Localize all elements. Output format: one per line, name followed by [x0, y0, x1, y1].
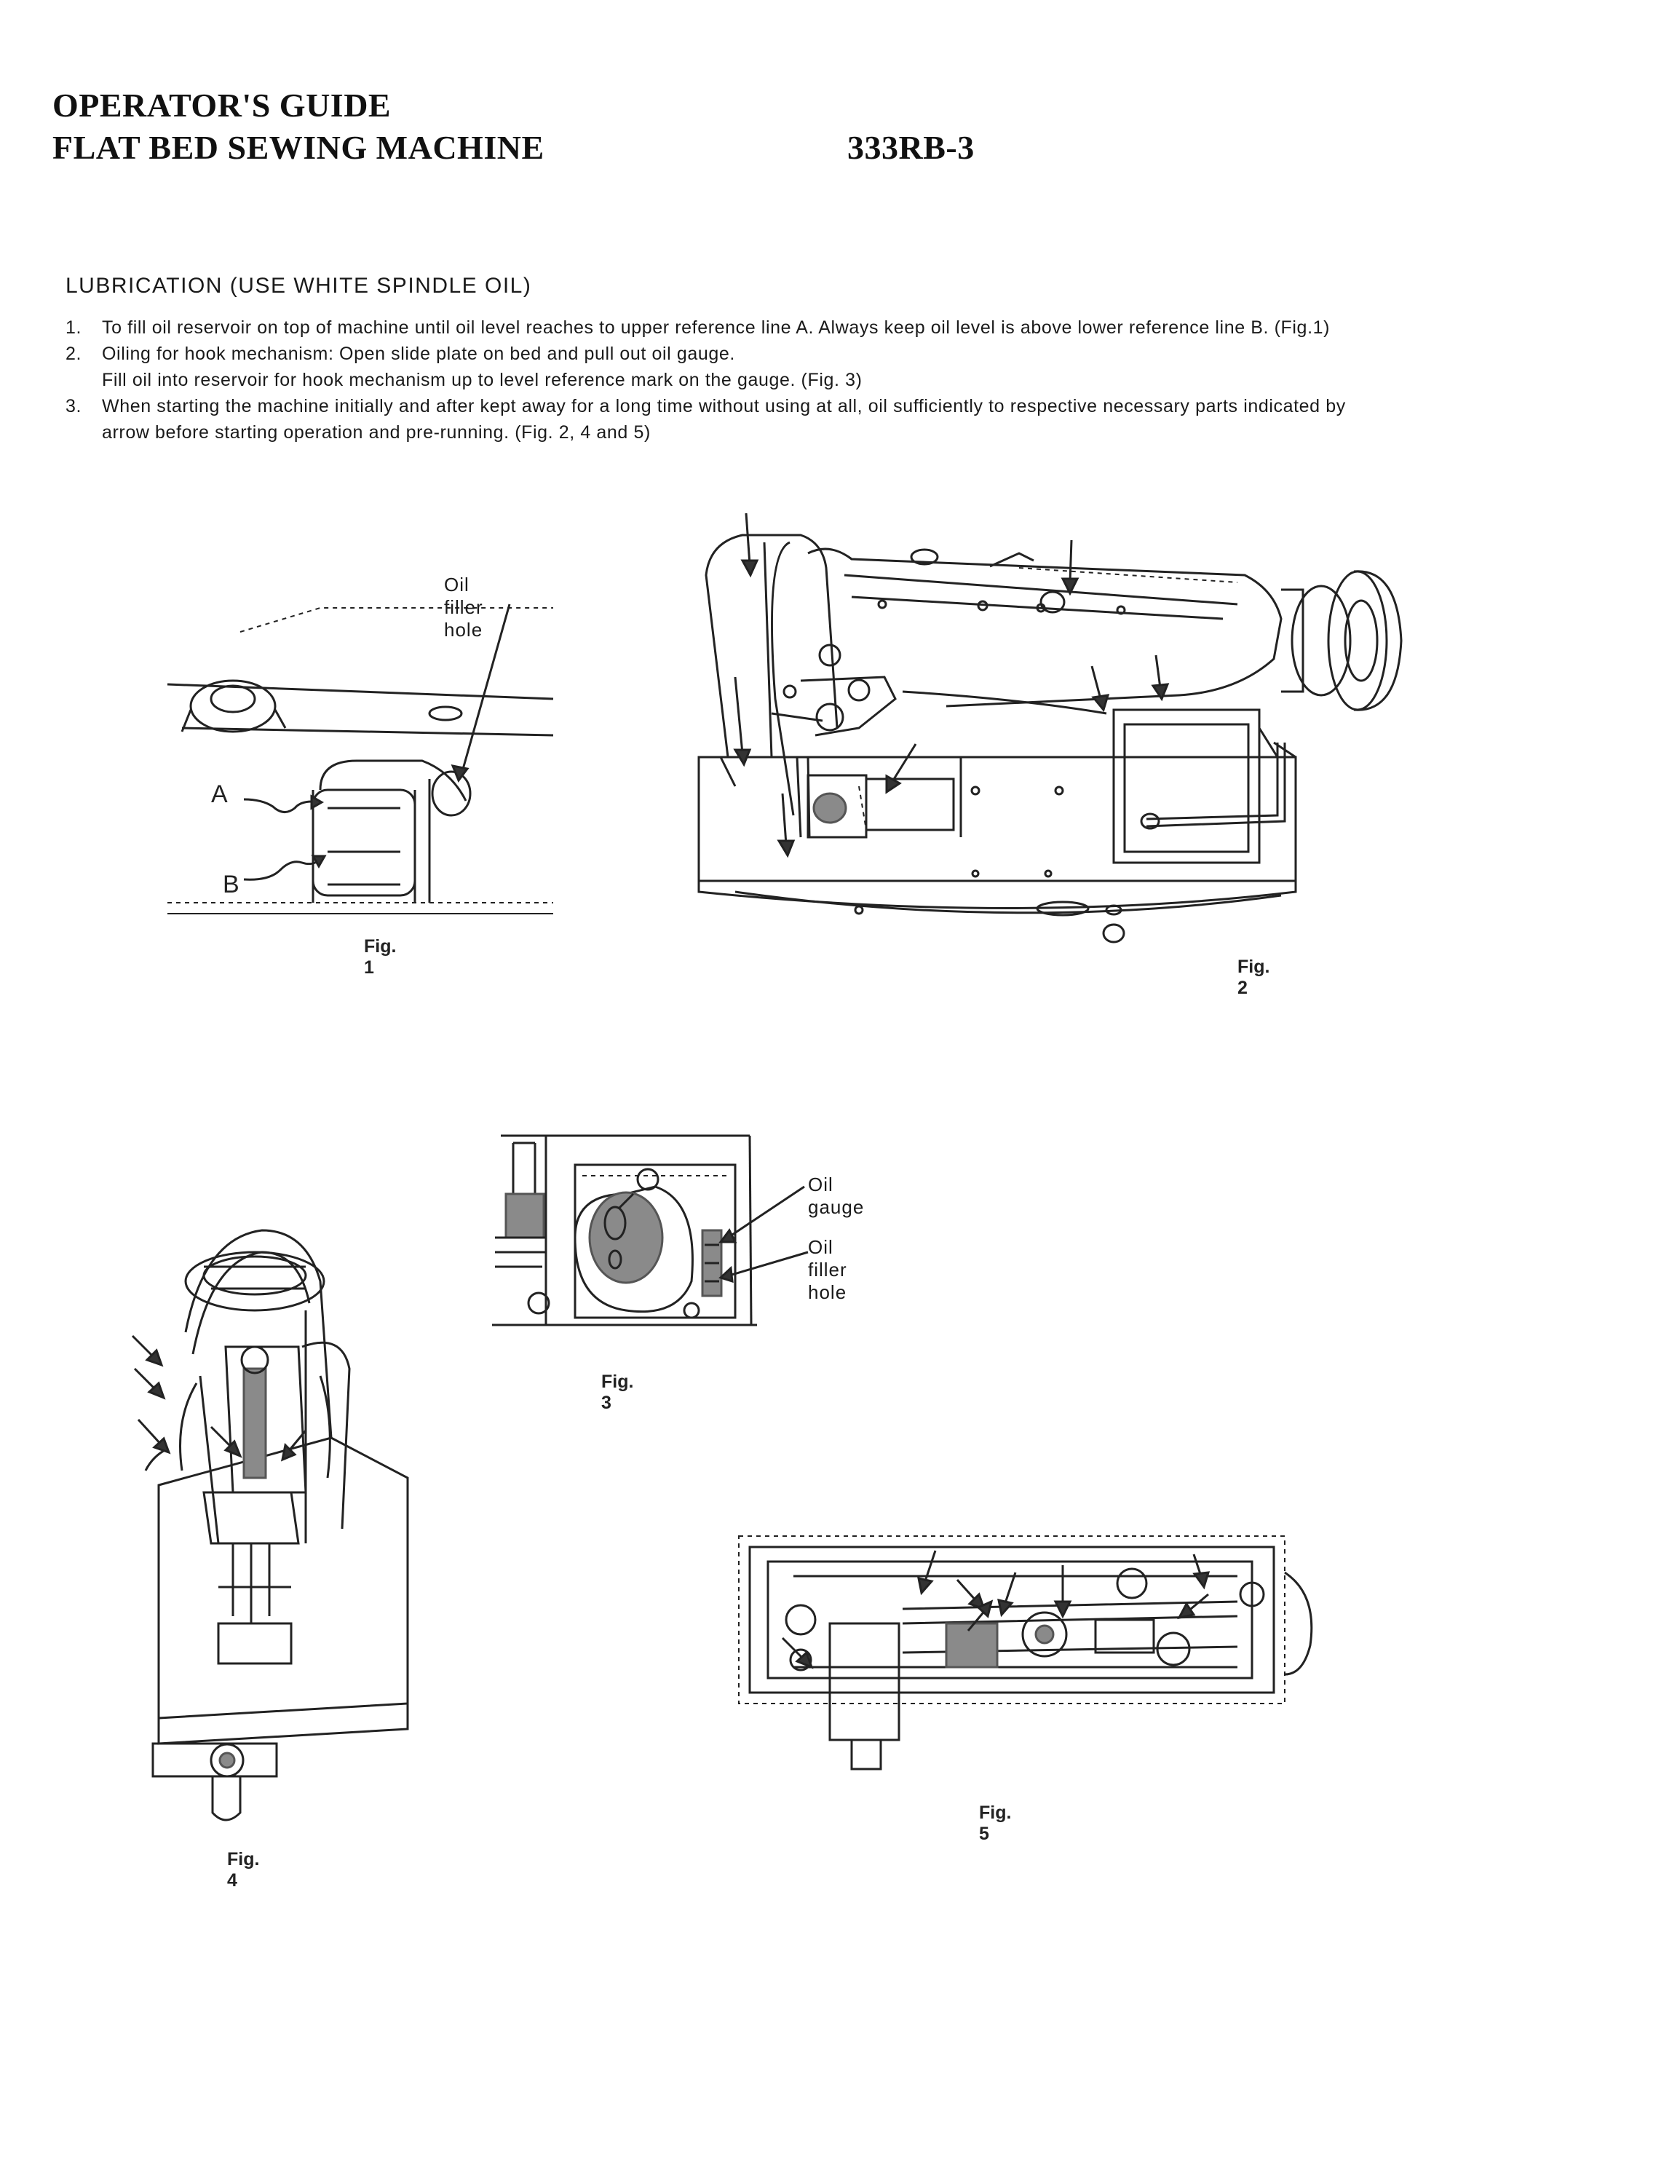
item-number: 2. [66, 344, 82, 364]
fig1-oil-filler-hole-callout: Oil filler hole [444, 574, 483, 641]
model-number: 333RB-3 [847, 129, 975, 166]
instruction-list: 1. To fill oil reservoir on top of machi… [66, 314, 1398, 446]
instruction-item: 2. Oiling for hook mechanism: Open slide… [66, 341, 1398, 393]
fig3-oil-gauge-callout: Oil gauge [808, 1174, 865, 1218]
fig3-label: Fig. 3 [601, 1372, 634, 1413]
item-number: 1. [66, 317, 82, 338]
fig1-marker-b: B [223, 871, 239, 898]
fig3-oil-filler-hole-callout: Oil filler hole [808, 1236, 847, 1303]
item-text: When starting the machine initially and … [102, 396, 1346, 443]
guide-title: OPERATOR'S GUIDE [52, 87, 392, 124]
item-text: Oiling for hook mechanism: Open slide pl… [102, 341, 1398, 393]
fig2-label: Fig. 2 [1237, 957, 1270, 998]
machine-title: FLAT BED SEWING MACHINE [52, 129, 544, 166]
fig4-label: Fig. 4 [227, 1849, 260, 1891]
instruction-item: 3. When starting the machine initially a… [66, 393, 1398, 446]
item-number: 3. [66, 396, 82, 416]
fig1-marker-a: A [211, 780, 228, 808]
fig1-label: Fig. 1 [364, 936, 397, 978]
item-text-line: Oiling for hook mechanism: Open slide pl… [102, 344, 735, 364]
instruction-item: 1. To fill oil reservoir on top of machi… [66, 314, 1398, 341]
item-text: To fill oil reservoir on top of machine … [102, 317, 1331, 338]
fig5-label: Fig. 5 [979, 1803, 1012, 1844]
item-text-line: Fill oil into reservoir for hook mechani… [102, 370, 863, 390]
lubrication-heading: LUBRICATION (USE WHITE SPINDLE OIL) [66, 274, 532, 298]
